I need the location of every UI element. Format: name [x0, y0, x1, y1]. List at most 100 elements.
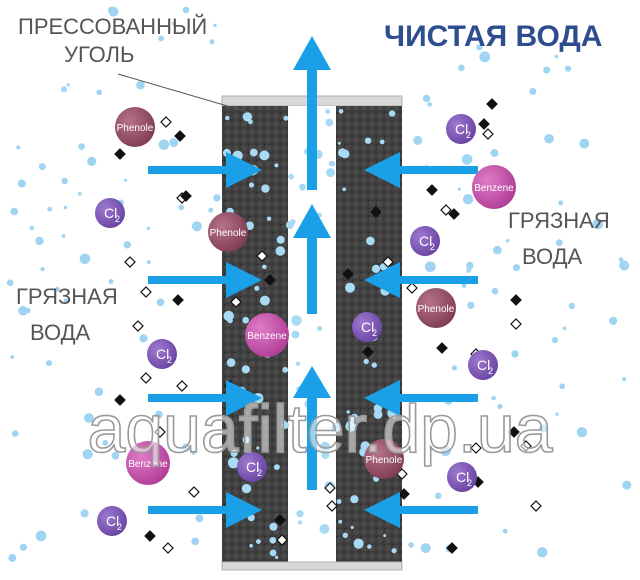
- water-droplet: [321, 451, 330, 459]
- chlorine-label: Cl: [156, 346, 169, 362]
- benzene-label: Benzene: [128, 459, 168, 470]
- water-droplet: [466, 267, 472, 273]
- contaminant-particle-hollow: [482, 128, 494, 140]
- water-droplet: [233, 459, 239, 465]
- contaminant-particle-filled: [508, 426, 520, 438]
- water-droplet: [325, 118, 334, 127]
- water-droplet: [35, 530, 47, 542]
- contaminant-particle-hollow: [124, 256, 136, 268]
- water-droplet: [269, 522, 278, 531]
- contaminant-particle-filled: [264, 274, 276, 286]
- water-droplet: [367, 544, 372, 549]
- water-droplet: [379, 139, 385, 145]
- water-droplet: [40, 267, 45, 272]
- water-droplet: [353, 538, 364, 549]
- water-droplet: [6, 279, 14, 287]
- water-droplet: [345, 420, 357, 432]
- chlorine-label: Cl: [455, 121, 468, 137]
- water-droplet: [35, 236, 44, 246]
- water-droplet: [609, 316, 618, 325]
- contaminant-particle-hollow: [326, 500, 338, 512]
- water-droplet: [158, 139, 170, 150]
- dirty-water-left-line2: ВОДА: [30, 320, 90, 345]
- water-droplet: [490, 149, 499, 158]
- water-droplet: [363, 358, 369, 365]
- phenole-label: Phenole: [117, 123, 154, 134]
- water-droplet: [435, 492, 442, 499]
- water-droplet: [259, 295, 270, 306]
- water-droplet: [565, 65, 572, 72]
- water-droplet: [346, 410, 350, 414]
- water-droplet: [422, 94, 431, 103]
- water-droplet: [420, 543, 431, 554]
- water-droplet: [248, 119, 253, 125]
- water-droplet: [551, 337, 559, 344]
- contaminant-particle-hollow: [382, 256, 394, 268]
- water-droplet: [440, 445, 451, 457]
- water-droplet: [282, 420, 287, 424]
- water-droplet: [350, 525, 354, 530]
- contaminant-particle-hollow: [188, 486, 200, 498]
- water-droplet: [275, 555, 279, 560]
- water-droplet: [8, 553, 17, 562]
- water-droplet: [274, 464, 280, 470]
- outflow-arrows: [293, 36, 331, 490]
- water-droplet: [364, 137, 372, 144]
- water-droplet: [622, 480, 632, 490]
- water-droplet: [282, 366, 289, 373]
- chlorine-label: Cl: [361, 319, 374, 335]
- contaminant-particle-filled: [274, 514, 286, 526]
- water-droplet: [562, 326, 567, 331]
- contaminant-particle-filled: [510, 294, 522, 306]
- water-droplet: [108, 279, 114, 284]
- water-droplet: [259, 150, 270, 161]
- inflow-arrow-left-2: [148, 262, 262, 298]
- water-droplet: [466, 261, 474, 270]
- water-droplet: [84, 413, 94, 423]
- water-droplet: [61, 234, 66, 238]
- water-droplet: [61, 86, 67, 93]
- water-droplet: [171, 21, 177, 26]
- contaminant-particle-hollow: [530, 500, 542, 512]
- benzene-molecule: Benzene: [126, 441, 170, 485]
- water-droplet: [543, 66, 551, 74]
- water-droplet: [493, 245, 502, 255]
- water-droplet: [286, 221, 294, 229]
- water-droplet: [178, 204, 184, 211]
- water-droplet: [262, 264, 267, 270]
- water-droplet: [337, 141, 341, 145]
- inflow-arrows: [148, 152, 478, 528]
- water-droplet: [156, 298, 165, 307]
- water-droplet: [256, 539, 261, 544]
- chlorine-label: Cl: [246, 459, 259, 475]
- chlorine-molecule: Cl2: [352, 312, 382, 342]
- water-droplet: [66, 83, 70, 87]
- inflow-arrow-left-1: [148, 152, 262, 188]
- inflow-arrow-right-3: [364, 380, 478, 416]
- water-droplet: [345, 282, 355, 293]
- phenole-label: Phenole: [366, 455, 403, 466]
- water-droplet: [223, 310, 234, 322]
- water-droplet: [261, 184, 270, 193]
- water-droplet: [295, 361, 301, 366]
- contaminant-particle-filled: [398, 488, 410, 500]
- contaminant-particle-filled: [114, 148, 126, 160]
- contaminant-particle-hollow: [176, 380, 188, 392]
- water-droplet: [96, 89, 102, 96]
- benzene-molecule: Benzene: [245, 313, 289, 357]
- water-droplet: [195, 514, 204, 523]
- water-droplet: [225, 115, 230, 121]
- water-droplet: [299, 183, 306, 191]
- water-droplet: [338, 519, 343, 524]
- contaminant-particle-filled: [446, 542, 458, 554]
- water-droplet: [622, 376, 627, 382]
- watermark: aquafilter.dp.ua: [87, 391, 552, 467]
- contaminant-particle-filled: [370, 206, 382, 218]
- contaminant-particle-filled: [180, 190, 192, 202]
- water-droplet: [592, 218, 603, 230]
- water-droplet: [154, 410, 163, 419]
- water-droplet: [269, 549, 277, 557]
- water-droplet: [371, 362, 377, 368]
- water-droplet: [146, 260, 151, 265]
